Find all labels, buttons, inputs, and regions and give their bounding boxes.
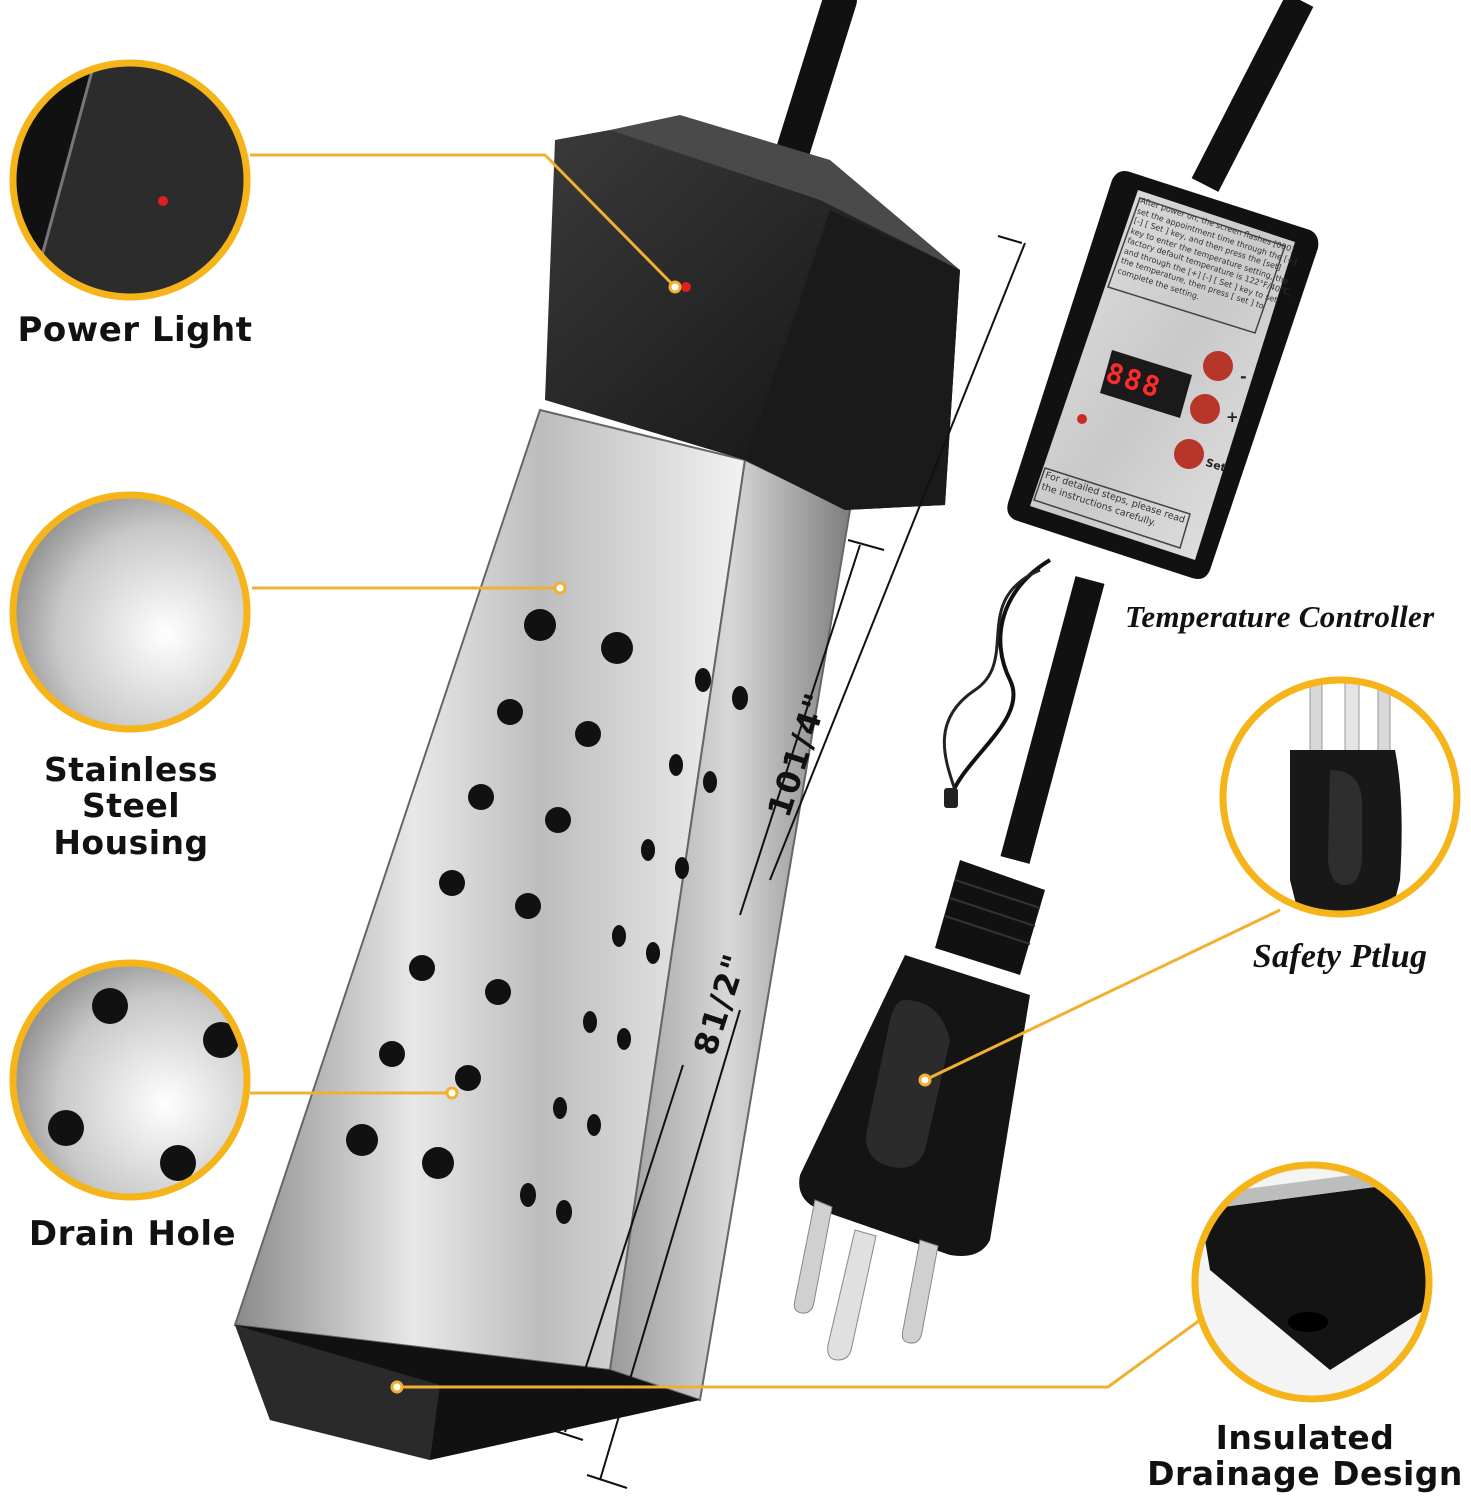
dimension-lines (542, 235, 1026, 1489)
set-button[interactable] (1174, 439, 1204, 469)
minus-button[interactable] (1203, 351, 1233, 381)
heater-body (233, 115, 960, 1460)
power-cord (773, 0, 1314, 864)
controller-indicator-light (1077, 414, 1087, 424)
minus-button-label: - (1240, 367, 1247, 386)
plus-button[interactable] (1190, 394, 1220, 424)
drain-holes (346, 609, 748, 1224)
power-light-label: Power Light (17, 310, 253, 350)
callout-steel-housing-circle (9, 491, 251, 733)
steel-housing-label: Stainless Steel Housing (0, 750, 262, 862)
callout-power-light-circle (9, 59, 251, 301)
temperature-display (1100, 350, 1192, 418)
leader-lines (250, 153, 1281, 1389)
drain-hole-label: Drain Hole (28, 1214, 237, 1254)
plus-button-label: + (1226, 408, 1239, 426)
callout-safety-plug-circle (1219, 676, 1461, 918)
callout-drain-hole-circle (9, 959, 251, 1201)
steel-housing-label-line1: Stainless (43, 750, 219, 789)
steel-housing-label-line2: Steel Housing (53, 786, 209, 862)
temperature-controller-label: Temperature Controller (1125, 599, 1435, 634)
power-light-indicator (681, 282, 691, 292)
temperature-controller (1007, 171, 1319, 579)
callout-insulated-drainage-circle (1191, 1161, 1433, 1403)
safety-plug (793, 860, 1045, 1361)
safety-plug-label: Safety Ptlug (1252, 938, 1428, 975)
insulated-drainage-label-line1: Insulated (1215, 1418, 1395, 1457)
insulated-drainage-label-line2: Drainage Design (1147, 1454, 1463, 1494)
insulated-drainage-label: Insulated Drainage Design (1140, 1418, 1470, 1494)
